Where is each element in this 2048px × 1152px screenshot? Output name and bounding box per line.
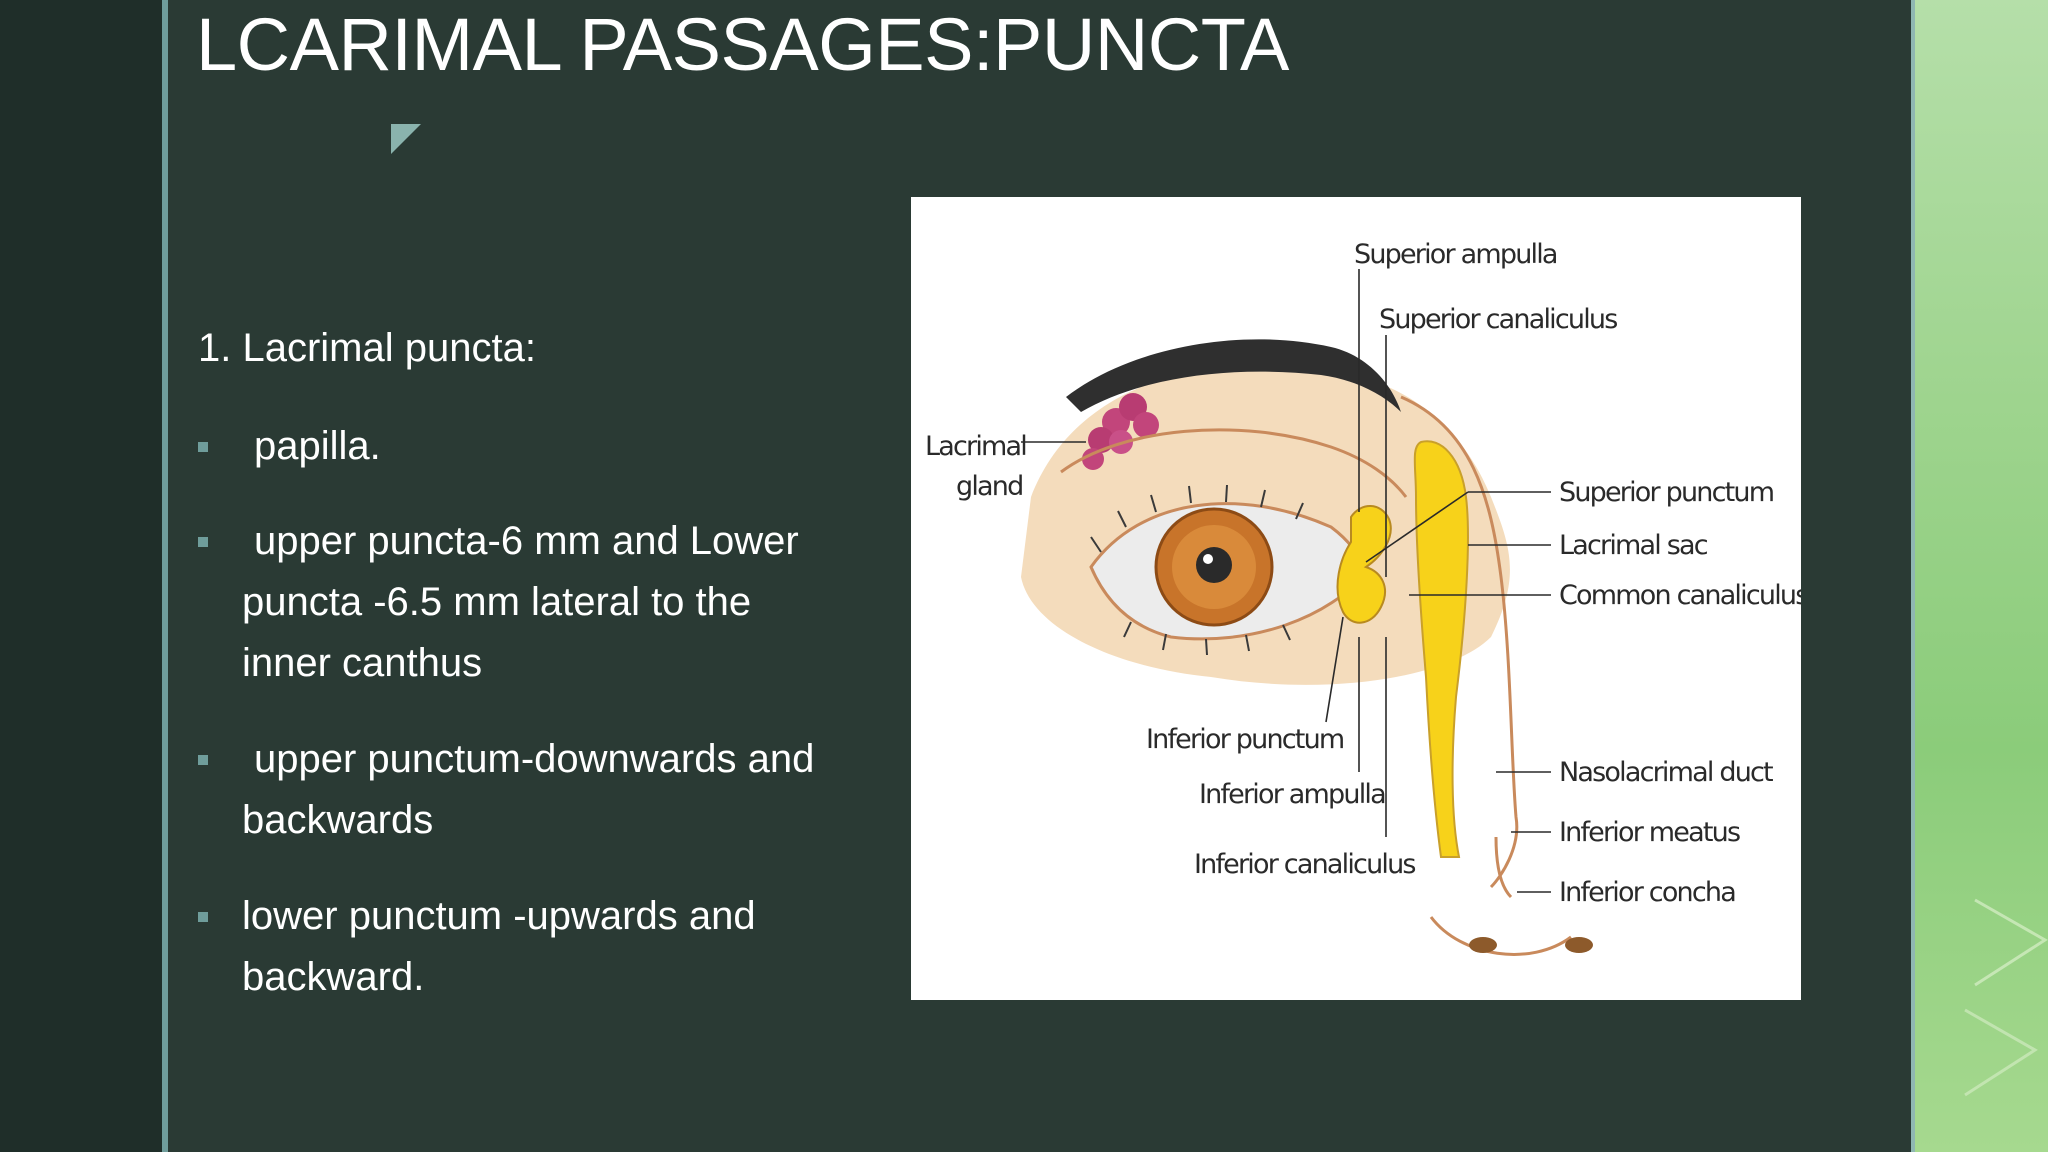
- bullet-line: inner canthus: [242, 641, 483, 685]
- bullet-line: upper punctum-downwards and: [254, 737, 815, 781]
- canaliculi: [1336, 505, 1392, 624]
- label-inferior-concha: Inferior concha: [1559, 877, 1735, 908]
- orbital-rim: [1060, 428, 1408, 498]
- bullet-square-icon: [198, 912, 208, 922]
- leader-lines: [1021, 269, 1551, 893]
- lacrimal-anatomy-figure: Lacrimal gland Superior ampulla Superior…: [911, 197, 1801, 1000]
- pupil-highlight: [1203, 554, 1213, 564]
- label-nasolacrimal-duct: Nasolacrimal duct: [1559, 757, 1773, 788]
- bullet-line: upper puncta-6 mm and Lower: [254, 519, 799, 563]
- bullet-line: backwards: [242, 798, 434, 842]
- right-decorative-band: [1915, 0, 2048, 1152]
- nostril: [1469, 937, 1497, 953]
- upper-lashes: [1090, 484, 1304, 553]
- label-inferior-meatus: Inferior meatus: [1559, 817, 1740, 848]
- label-lacrimal-sac: Lacrimal sac: [1559, 530, 1708, 561]
- bullet-square-icon: [198, 537, 208, 547]
- left-margin-band: [0, 0, 162, 1152]
- slide-title: LCARIMAL PASSAGES:PUNCTA: [196, 3, 1289, 86]
- subheading: 1. Lacrimal puncta:: [198, 326, 536, 370]
- left-accent-rule: [162, 0, 168, 1152]
- label-superior-punctum: Superior punctum: [1559, 477, 1773, 508]
- bullet-line: lower punctum -upwards and: [242, 894, 756, 938]
- label-lacrimal-gland: gland: [956, 471, 1022, 502]
- label-inferior-ampulla: Inferior ampulla: [1199, 779, 1385, 810]
- label-superior-ampulla: Superior ampulla: [1354, 239, 1557, 270]
- lacrimal-anatomy-illustration: Lacrimal gland Superior ampulla Superior…: [925, 239, 1801, 956]
- bullet-square-icon: [198, 755, 208, 765]
- pupil: [1196, 547, 1232, 583]
- right-accent-rule: [1911, 0, 1915, 1152]
- chevron-decoration-icon: [1964, 898, 2048, 1097]
- lower-lashes: [1123, 621, 1291, 656]
- nostril: [1565, 937, 1593, 953]
- label-inferior-punctum: Inferior punctum: [1146, 724, 1343, 755]
- label-superior-canaliculus: Superior canaliculus: [1379, 304, 1617, 335]
- label-inferior-canaliculus: Inferior canaliculus: [1194, 849, 1415, 880]
- bullet-line: puncta -6.5 mm lateral to the: [242, 580, 752, 624]
- label-lacrimal-gland: Lacrimal: [925, 431, 1026, 462]
- nose-outline: [1400, 395, 1572, 956]
- corner-triangle-icon: [391, 124, 421, 154]
- bullet-line: papilla.: [254, 424, 381, 468]
- bullet-line: backward.: [242, 955, 425, 999]
- bullet-square-icon: [198, 442, 208, 452]
- label-common-canaliculus: Common canaliculus: [1559, 580, 1801, 611]
- lacrimal-sac-and-duct: [1413, 440, 1469, 858]
- inferior-concha-outline: [1494, 836, 1513, 899]
- eyebrow: [1066, 339, 1401, 412]
